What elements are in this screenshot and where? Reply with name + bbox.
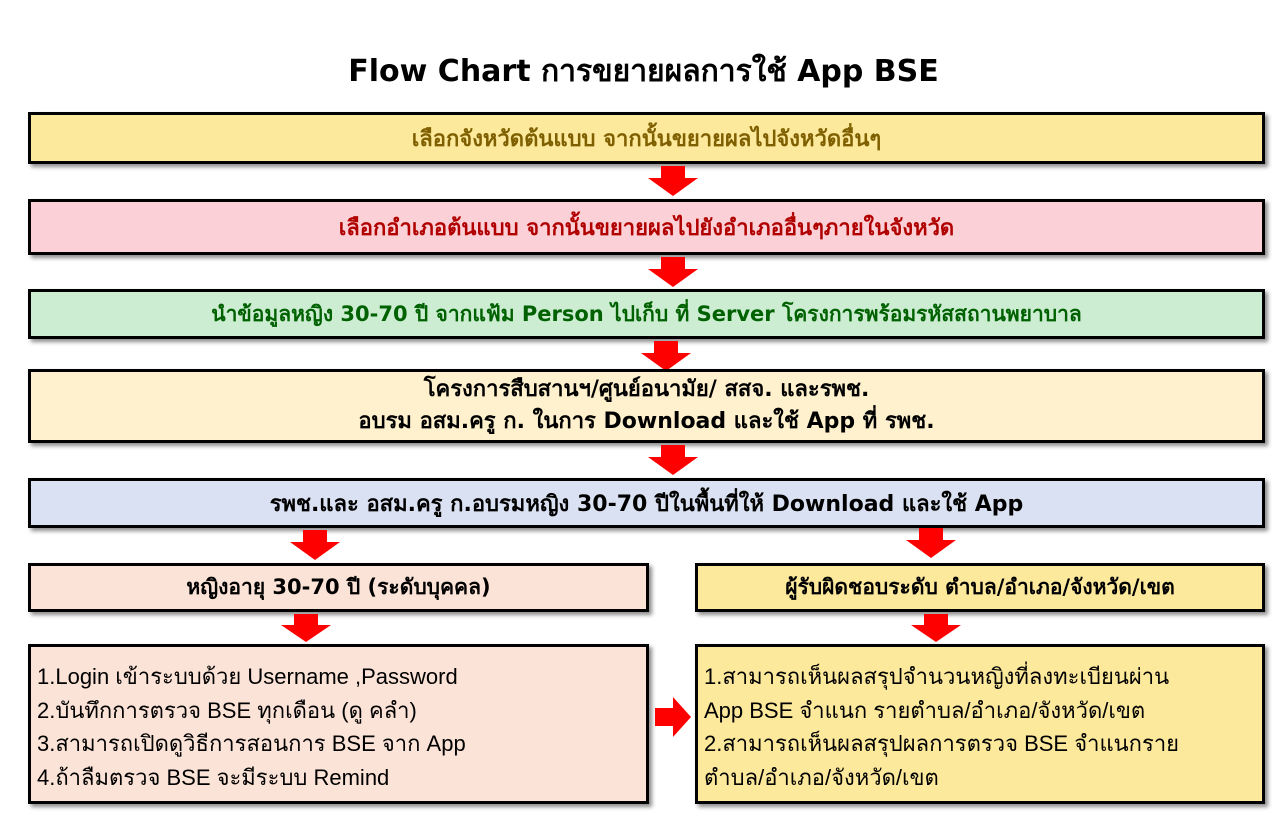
page-title: Flow Chart การขยายผลการใช้ App BSE xyxy=(348,54,939,89)
step-import-data-label: นำข้อมูลหญิง 30-70 ปี จากแฟ้ม Person ไปเ… xyxy=(211,301,1082,326)
left-branch-header-label: หญิงอายุ 30-70 ปี (ระดับบุคคล) xyxy=(186,575,491,599)
down-arrow-icon xyxy=(648,445,698,475)
list-item: 1.Login เข้าระบบด้วย Username ,Password xyxy=(37,664,458,689)
down-arrow-icon xyxy=(281,614,331,642)
down-arrow-icon xyxy=(648,166,698,196)
list-item: 1.สามารถเห็นผลสรุปจำนวนหญิงที่ลงทะเบียนผ… xyxy=(704,664,1170,689)
down-arrow-icon xyxy=(906,528,956,558)
step-women-training: รพช.และ อสม.ครู ก.อบรมหญิง 30-70 ปีในพื้… xyxy=(28,478,1265,528)
down-arrow-icon xyxy=(290,530,340,560)
step-women-training-label: รพช.และ อสม.ครู ก.อบรมหญิง 30-70 ปีในพื้… xyxy=(269,491,1024,517)
step-import-data: นำข้อมูลหญิง 30-70 ปี จากแฟ้ม Person ไปเ… xyxy=(28,289,1265,339)
step-training: โครงการสืบสานฯ/ศูนย์อนามัย/ สสจ. และรพช.… xyxy=(28,369,1265,443)
left-branch-header: หญิงอายุ 30-70 ปี (ระดับบุคคล) xyxy=(28,563,649,612)
right-branch-header-label: ผู้รับผิดชอบระดับ ตำบล/อำเภอ/จังหวัด/เขต xyxy=(785,575,1175,599)
right-branch-header: ผู้รับผิดชอบระดับ ตำบล/อำเภอ/จังหวัด/เขต xyxy=(695,563,1265,612)
step-select-district-label: เลือกอำเภอต้นแบบ จากนั้นขยายผลไปยังอำเภอ… xyxy=(338,215,955,241)
list-item: 4.ถ้าลืมตรวจ BSE จะมีระบบ Remind xyxy=(37,764,390,790)
down-arrow-icon xyxy=(648,257,698,287)
step-training-line-2: อบรม อสม.ครู ก. ในการ Download และใช้ Ap… xyxy=(358,409,935,434)
step-training-line-1: โครงการสืบสานฯ/ศูนย์อนามัย/ สสจ. และรพช. xyxy=(423,377,870,402)
step-select-province-label: เลือกจังหวัดต้นแบบ จากนั้นขยายผลไปจังหวั… xyxy=(411,126,882,152)
right-branch-details: 1.สามารถเห็นผลสรุปจำนวนหญิงที่ลงทะเบียนผ… xyxy=(695,644,1265,804)
list-item: ตำบล/อำเภอ/จังหวัด/เขต xyxy=(704,764,939,790)
left-branch-details: 1.Login เข้าระบบด้วย Username ,Password … xyxy=(28,644,649,804)
step-select-district: เลือกอำเภอต้นแบบ จากนั้นขยายผลไปยังอำเภอ… xyxy=(28,199,1265,255)
step-select-province: เลือกจังหวัดต้นแบบ จากนั้นขยายผลไปจังหวั… xyxy=(28,112,1265,164)
down-arrow-icon xyxy=(641,341,691,371)
list-item: App BSE จำแนก รายตำบล/อำเภอ/จังหวัด/เขต xyxy=(704,697,1146,723)
list-item: 2.สามารถเห็นผลสรุปผลการตรวจ BSE จำแนกราย xyxy=(704,731,1180,756)
list-item: 3.สามารถเปิดดูวิธีการสอนการ BSE จาก App xyxy=(37,731,466,756)
list-item: 2.บันทึกการตรวจ BSE ทุกเดือน (ดู คลำ) xyxy=(37,697,417,723)
right-arrow-icon xyxy=(655,697,691,737)
down-arrow-icon xyxy=(911,614,961,642)
